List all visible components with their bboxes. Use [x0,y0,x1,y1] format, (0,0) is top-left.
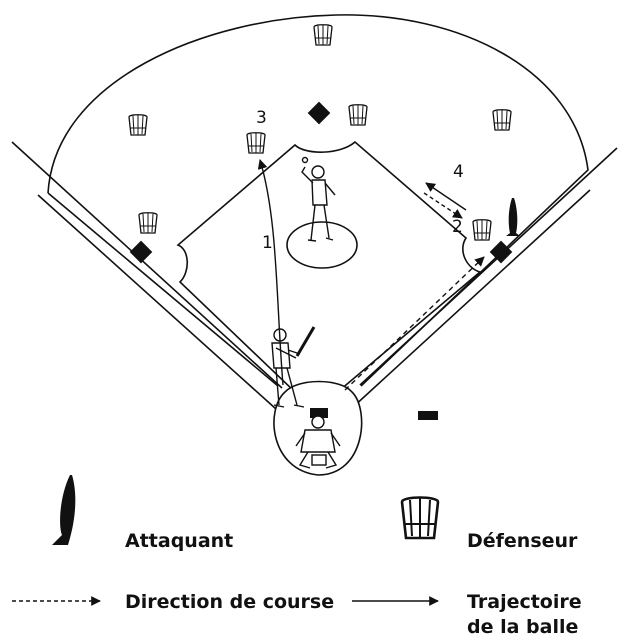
step-label-3: 3 [256,108,267,128]
step-label-4: 4 [453,162,464,182]
home-plate [310,408,328,418]
step-label-2: 2 [452,217,463,237]
ball-trajectory-1 [257,159,284,386]
defender-center-field [313,24,333,46]
defender-icon [400,496,440,540]
defender-left-field [128,114,148,136]
right-foul-line [351,147,618,409]
legend-defender-label: Défenseur [467,530,578,552]
legend-trajectory-label-line1: Trajectoire [467,591,582,613]
left-outfield-edge [47,192,279,387]
defender-shortstop [246,132,266,154]
defender-right-field [492,109,512,131]
batter-box-marker [418,411,438,420]
catcher-figure [295,415,341,469]
defender-left-center [348,104,368,126]
legend: Attaquant Défenseur Direction de course … [12,475,582,638]
attacker-runner [506,198,520,236]
defender-third-base [138,212,158,234]
outfield-fence [47,14,589,387]
pitcher-mound [286,221,358,269]
step-label-1: 1 [262,233,273,253]
legend-attacker-label: Attaquant [125,530,233,552]
defender-first-base [472,219,492,241]
pitcher-figure [301,156,336,242]
attacker-icon [52,475,76,545]
left-foul-line [11,141,283,410]
throw-exchange-arrows [423,182,467,219]
legend-trajectory-label-line2: de la balle [467,616,578,638]
second-base [307,101,331,125]
third-base [129,240,153,264]
legend-run-direction-label: Direction de course [125,591,334,613]
